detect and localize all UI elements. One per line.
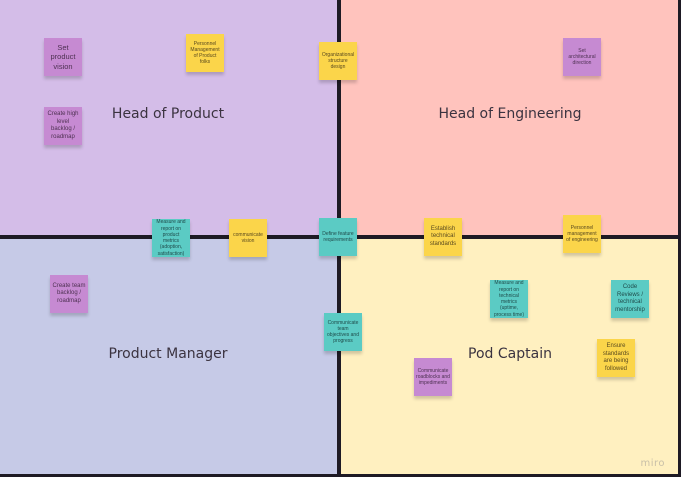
quadrant-head-of-engineering: Head of Engineering	[341, 0, 678, 235]
sticky-note-set-product-vision[interactable]: Set product vision	[44, 38, 82, 76]
sticky-note-create-team-backlog[interactable]: Create team backlog / roadmap	[50, 275, 88, 313]
sticky-note-communicate-team-objectives[interactable]: Communicate team objectives and progress	[324, 313, 362, 351]
sticky-note-measure-product-metrics[interactable]: Measure and report on product metrics (a…	[152, 219, 190, 257]
quadrant-label-product-manager[interactable]: Product Manager	[108, 346, 228, 362]
quadrant-label-head-of-product[interactable]: Head of Product	[111, 106, 225, 122]
sticky-note-measure-technical-metrics[interactable]: Measure and report on technical metrics …	[490, 280, 528, 318]
quadrant-label-head-of-engineering[interactable]: Head of Engineering	[438, 106, 582, 122]
quadrant-label-pod-captain[interactable]: Pod Captain	[468, 346, 552, 362]
sticky-note-create-high-level-backlog[interactable]: Create high level backlog / roadmap	[44, 107, 82, 145]
sticky-note-communicate-roadblocks[interactable]: Communicate roadblocks and impediments	[414, 358, 452, 396]
sticky-note-personnel-management-engineering[interactable]: Personnel management of engineering	[563, 215, 601, 253]
sticky-note-set-architectural-direction[interactable]: Set architectural direction	[563, 38, 601, 76]
miro-watermark: miro	[640, 458, 665, 469]
sticky-note-personnel-management-product[interactable]: Personnel Management of Product folks	[186, 34, 224, 72]
sticky-note-ensure-standards-followed[interactable]: Ensure standards are being followed	[597, 339, 635, 377]
sticky-note-code-reviews-mentorship[interactable]: Code Reviews / technical mentorship	[611, 280, 649, 318]
sticky-note-organizational-structure-design[interactable]: Organizational structure design	[319, 42, 357, 80]
sticky-note-establish-technical-standards[interactable]: Establish technical standards	[424, 218, 462, 256]
sticky-note-define-feature-requirements[interactable]: Define feature requirements	[319, 218, 357, 256]
sticky-note-communicate-vision[interactable]: communicate vision	[229, 219, 267, 257]
